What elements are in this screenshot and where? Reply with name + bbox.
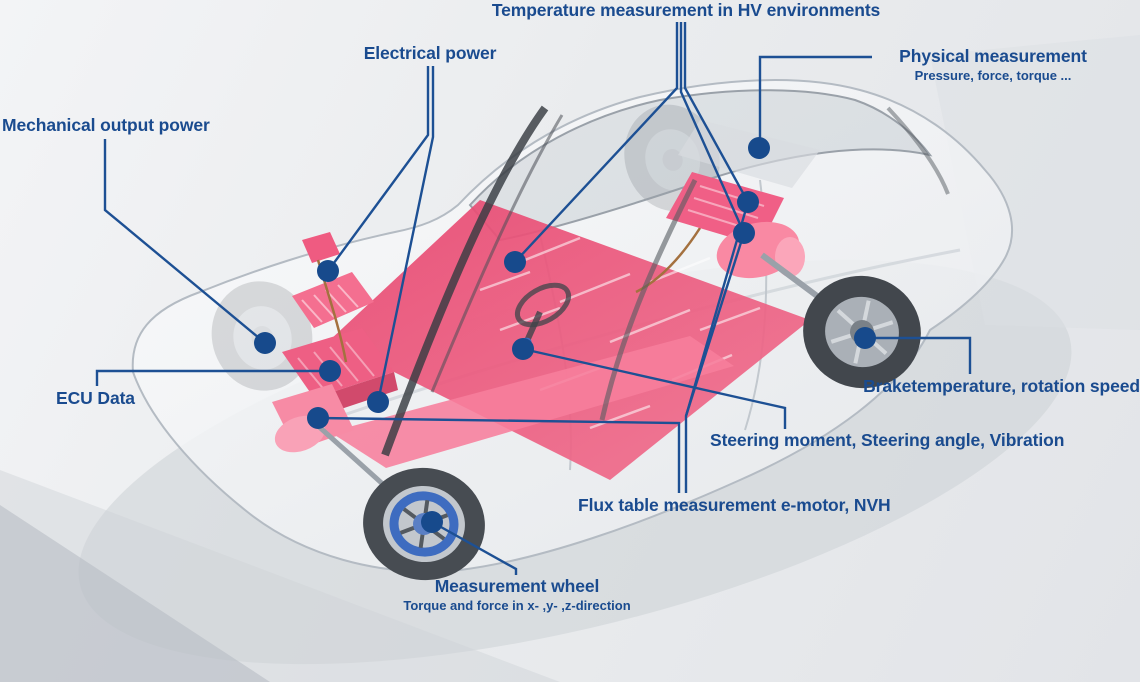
leader-temperature-motor <box>679 22 746 234</box>
windshield-pillar-band <box>381 105 549 457</box>
label-steering-moment: Steering moment, Steering angle, Vibrati… <box>710 430 1065 450</box>
label-flux-table: Flux table measurement e-motor, NVH <box>578 495 891 515</box>
leader-physical <box>758 55 872 148</box>
dot-rear-wheel-hub <box>854 327 876 349</box>
steering-wheel <box>514 282 572 328</box>
leader-measurement-wheel <box>431 520 518 575</box>
dot-front-ecu-box <box>319 360 341 382</box>
leader-brake <box>865 336 972 374</box>
label-measurement-wheel-sub: Torque and force in x- ,y- ,z-direction <box>403 598 631 613</box>
dot-measurement-wheel <box>421 511 443 533</box>
label-mechanical-output-power: Mechanical output power <box>2 115 210 135</box>
leader-lines <box>95 22 972 575</box>
dot-front-hv-junction <box>367 391 389 413</box>
dot-rear-e-motor <box>733 222 755 244</box>
leader-temperature-battery <box>514 22 679 263</box>
label-temperature-measurement: Temperature measurement in HV environmen… <box>491 0 881 20</box>
leader-electrical-junction <box>376 66 435 403</box>
dot-front-e-motor <box>307 407 329 429</box>
battery-pack <box>330 200 810 480</box>
front-ecu-box <box>282 328 394 398</box>
dot-hv-front-connector <box>317 260 339 282</box>
leader-steering <box>522 347 787 429</box>
hv-front-connector <box>302 232 340 263</box>
label-ecu-data: ECU Data <box>56 388 135 408</box>
dark-structure <box>381 105 950 457</box>
dot-battery-pack <box>504 251 526 273</box>
leader-flux-front <box>317 416 681 493</box>
measurement-dots <box>254 137 876 533</box>
sill-hv-strip <box>330 336 734 468</box>
b-pillar <box>599 178 698 421</box>
hv-components <box>272 172 854 516</box>
front-charger-box <box>292 272 374 328</box>
dot-rear-inverter <box>737 191 759 213</box>
label-braketemperature: Braketemperature, rotation speed <box>863 376 1140 396</box>
label-measurement-wheel: Measurement wheel <box>434 576 600 596</box>
dot-steering-column <box>512 338 534 360</box>
dot-rear-seat-area <box>748 137 770 159</box>
windshield-inner-line <box>430 114 564 393</box>
label-physical-measurement-sub: Pressure, force, torque ... <box>914 68 1072 83</box>
measurement-wheel-blue-ring <box>389 491 459 557</box>
leader-flux-rear-b <box>684 232 746 417</box>
label-electrical-power: Electrical power <box>363 43 497 63</box>
dot-front-wheel-hub <box>254 332 276 354</box>
label-physical-measurement: Physical measurement <box>899 46 1087 66</box>
rear-seat <box>678 120 820 188</box>
leader-electrical-connector <box>327 66 430 272</box>
rear-pillar-line <box>886 106 950 195</box>
shadow-wedge-dark <box>0 505 270 682</box>
leader-temperature-inverter <box>683 22 750 203</box>
leader-ecu <box>95 369 330 386</box>
leader-mechanical <box>103 139 266 344</box>
